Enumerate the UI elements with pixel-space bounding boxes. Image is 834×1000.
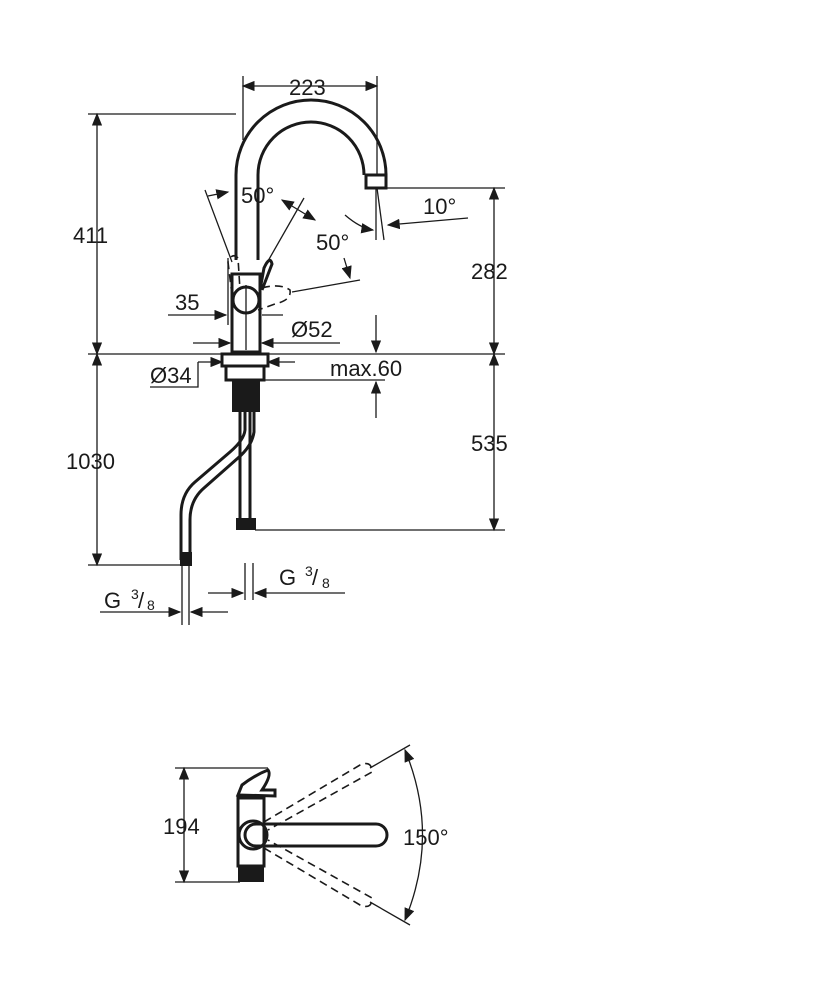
label-10deg: 10° (423, 194, 456, 219)
fraction-slash: / (312, 565, 319, 590)
dim-535 (255, 352, 505, 532)
thread-letter: G (104, 588, 121, 613)
spout (234, 98, 388, 260)
label-g38-left: G 3 / 8 (104, 586, 155, 613)
top-view (175, 744, 424, 926)
label-1030: 1030 (66, 449, 115, 474)
label-535: 535 (471, 431, 508, 456)
label-g38-right: G 3 / 8 (279, 563, 330, 591)
faucet-body (227, 254, 292, 354)
dim-1030 (88, 352, 185, 567)
dim-223 (241, 76, 379, 175)
dim-lever-angles (204, 189, 361, 293)
thread-numerator: 3 (131, 586, 139, 602)
thread-numerator: 3 (305, 563, 313, 579)
mounting-base (220, 352, 270, 412)
label-194: 194 (163, 814, 200, 839)
label-diameter-34: Ø34 (150, 363, 192, 388)
supply-pipes (179, 412, 256, 625)
label-max-60: max.60 (330, 356, 402, 381)
thread-denominator: 8 (147, 597, 155, 613)
thread-letter: G (279, 565, 296, 590)
label-50deg-left: 50° (241, 183, 274, 208)
fraction-slash: / (138, 588, 145, 613)
label-282: 282 (471, 259, 508, 284)
dim-10deg (344, 187, 469, 241)
label-50deg-right: 50° (316, 230, 349, 255)
dim-411 (88, 112, 236, 356)
label-35: 35 (175, 290, 199, 315)
dim-small (150, 258, 385, 418)
thread-denominator: 8 (322, 575, 330, 591)
dim-connections (100, 563, 345, 618)
dim-282 (380, 186, 505, 356)
label-411: 411 (73, 223, 108, 248)
label-diameter-52: Ø52 (291, 317, 333, 342)
label-223: 223 (289, 75, 326, 100)
label-150deg: 150° (403, 825, 449, 850)
